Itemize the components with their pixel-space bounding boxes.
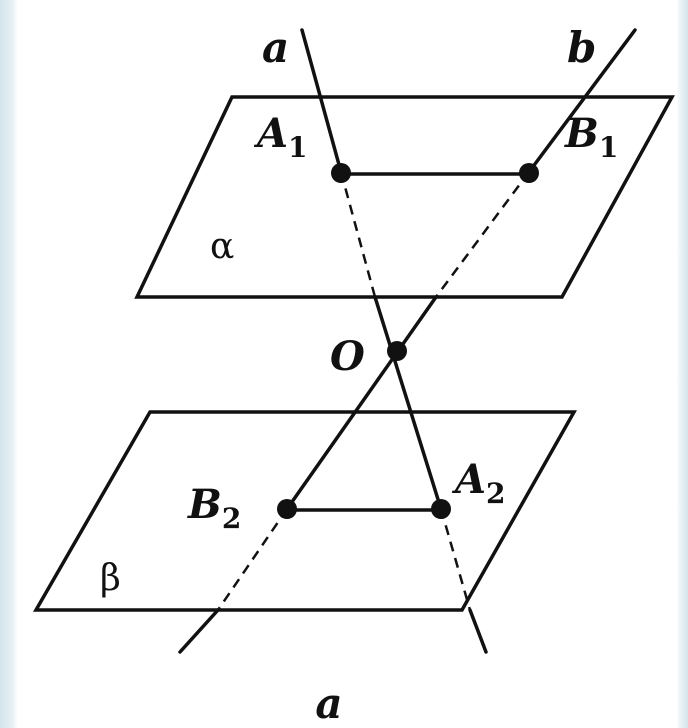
line-b-dashed-upper [434, 171, 531, 298]
line-a-bottom-solid [468, 608, 488, 654]
point-b2-dot [277, 499, 297, 519]
plane-alpha-label: α [210, 226, 234, 267]
plane-beta-label: β [100, 558, 121, 599]
line-a-dashed-upper [339, 171, 377, 298]
point-a2-dot [431, 499, 451, 519]
line-b-label: b [567, 23, 596, 72]
line-b-dashed-lower [216, 508, 289, 611]
figure-caption: a [315, 679, 342, 728]
plane-beta [32, 410, 578, 612]
plane-alpha [134, 95, 675, 299]
point-a1-dot [331, 163, 351, 183]
line-a-middle-solid [373, 295, 443, 511]
point-b1-dot [519, 163, 539, 183]
point-o-label: O [330, 333, 365, 380]
point-a1-label: A1 [253, 110, 308, 164]
line-a-dashed-lower [439, 508, 472, 611]
line-a-top-solid [300, 28, 343, 174]
line-a-label: a [262, 23, 289, 72]
line-b-middle-solid [285, 295, 438, 511]
point-a2-label: A2 [451, 456, 506, 510]
line-b-top-solid [527, 28, 637, 174]
point-b2-label: B2 [187, 481, 241, 535]
point-b1-label: B1 [564, 110, 618, 164]
line-b-bottom-solid [178, 608, 220, 654]
point-o-dot [387, 341, 407, 361]
